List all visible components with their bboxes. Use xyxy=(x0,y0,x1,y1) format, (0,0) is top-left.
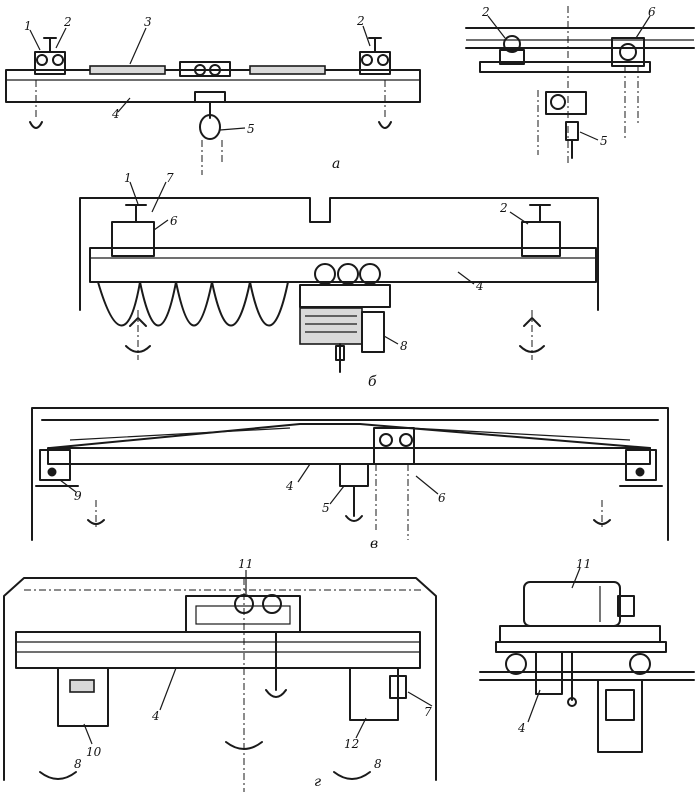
caption-g: г xyxy=(314,774,321,790)
label-a-3: 3 xyxy=(144,15,152,29)
girder-g xyxy=(15,631,421,669)
label-g-4: 4 xyxy=(151,709,160,723)
label-g-8-left: 8 xyxy=(74,757,82,771)
label-g-11: 11 xyxy=(238,557,253,571)
label-g-8-right: 8 xyxy=(374,757,382,771)
label-v-5: 5 xyxy=(322,501,330,515)
label-a-2-left: 2 xyxy=(63,15,72,29)
motor-g-side xyxy=(523,581,635,627)
label-a-4: 4 xyxy=(111,107,120,121)
view-b: 1 7 6 2 4 8 б xyxy=(79,171,599,390)
building-v xyxy=(31,407,669,541)
view-a: 1 2 3 2 4 5 a xyxy=(5,14,421,175)
label-b-6: 6 xyxy=(170,214,178,228)
label-v-6: 6 xyxy=(438,491,446,505)
label-g-7: 7 xyxy=(424,705,432,719)
label-v-9: 9 xyxy=(74,489,82,503)
hook-a-right xyxy=(378,121,392,129)
wheel-left xyxy=(505,653,527,675)
end-trolley-a-left xyxy=(34,37,66,75)
label-g-12: 12 xyxy=(344,737,359,751)
hook-b-right xyxy=(519,310,545,360)
label-a-5: 5 xyxy=(247,122,255,136)
hoist-trolley-b xyxy=(299,263,391,373)
label-b-4: 4 xyxy=(475,279,484,293)
end-carriage-b-right xyxy=(521,204,561,257)
label-b-1: 1 xyxy=(124,171,132,185)
central-trolley-a xyxy=(179,61,231,103)
caption-a: a xyxy=(332,156,340,172)
end-carriage-side-left xyxy=(499,35,525,65)
festoon-cable-b xyxy=(97,281,289,327)
end-carriage-side-right xyxy=(611,37,645,67)
label-g-10: 10 xyxy=(86,745,102,759)
rod-a-left xyxy=(89,65,166,75)
view-g-side: 11 4 xyxy=(479,557,695,753)
hook-v-left xyxy=(87,500,105,530)
label-b-2: 2 xyxy=(499,201,508,215)
label-a-side-6: 6 xyxy=(648,5,656,19)
cabin-g-12 xyxy=(349,667,399,721)
hook-g xyxy=(265,689,287,698)
view-v: 4 5 6 9 в xyxy=(31,407,669,552)
end-carriage-v-left xyxy=(35,449,79,487)
label-a-side-5: 5 xyxy=(600,134,608,148)
hook-a-left xyxy=(29,121,43,129)
hook-v-right xyxy=(593,500,611,530)
trolley-g-side xyxy=(499,625,661,643)
end-trolley-a-right xyxy=(359,37,391,75)
label-b-8: 8 xyxy=(400,339,408,353)
hook-g-right xyxy=(333,771,371,780)
truss-top-v xyxy=(49,423,651,449)
label-b-7: 7 xyxy=(166,171,174,185)
label-g-side-11: 11 xyxy=(576,557,591,571)
label-a-1: 1 xyxy=(24,19,32,33)
trolley-g xyxy=(185,595,301,633)
cabin-g-side xyxy=(597,679,643,753)
hoist-side xyxy=(545,91,587,159)
label-v-4: 4 xyxy=(285,479,294,493)
cabin-g-10 xyxy=(57,667,109,727)
label-a-side-2: 2 xyxy=(481,5,490,19)
hook-g-left xyxy=(39,771,77,780)
wheel-right xyxy=(629,653,651,675)
caption-v: в xyxy=(370,536,378,552)
end-carriage-b-left xyxy=(111,204,155,257)
girder-a-side xyxy=(479,61,651,73)
building-b xyxy=(79,197,599,311)
girder-v xyxy=(47,447,651,465)
end-carriage-v-right xyxy=(619,449,663,487)
rod-a-right xyxy=(249,65,326,75)
view-g: 11 4 10 12 7 8 8 г xyxy=(3,557,437,792)
building-g xyxy=(3,577,437,781)
hoist-trolley-v xyxy=(339,427,415,540)
caption-b: б xyxy=(368,374,377,390)
hook-g-lower xyxy=(225,741,263,750)
label-g-side-4: 4 xyxy=(517,721,526,735)
label-a-2-right: 2 xyxy=(356,14,365,28)
view-a-side: 2 6 5 xyxy=(465,5,695,166)
hook-b-left xyxy=(125,310,151,360)
hoist-a xyxy=(199,101,223,175)
